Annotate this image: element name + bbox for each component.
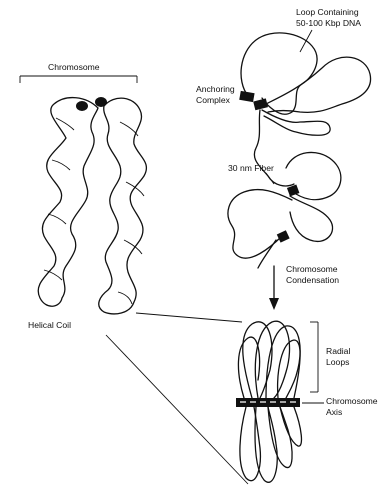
loop-label-line1: Loop Containing [296,7,359,17]
radial-label-line1: Radial [326,346,350,356]
left-chromatid [38,98,98,307]
anchor-block-2 [253,98,268,110]
anchor-block-1 [239,91,254,102]
condensed-chromosome [236,321,301,482]
axis-label-line2: Axis [326,407,342,417]
fiber-leader [266,173,274,184]
connector-bottom [106,335,248,484]
axis-label-line1: Chromosome [326,396,378,406]
radial-label-line2: Loops [326,357,349,367]
condensation-label-line2: Condensation [286,275,339,285]
centromere-left [76,101,88,111]
right-chromatid [99,98,147,314]
condensation-arrow [269,266,279,310]
helical-coil-label: Helical Coil [28,320,71,330]
anchoring-label-line1: Anchoring [196,84,235,94]
fiber-label: 30 nm Fiber [228,163,274,173]
connector-top [136,313,242,322]
helical-coil-chromosome [38,97,146,314]
chromosome-label: Chromosome [48,62,100,72]
radial-loops-bracket [310,322,318,392]
fiber-loops [228,33,371,268]
loop-leader [300,30,312,52]
chromosome-bracket [20,76,137,83]
anchor-block-4 [277,230,290,242]
anchoring-label-line2: Complex [196,95,231,105]
condensation-label-line1: Chromosome [286,264,338,274]
centromere-right [95,97,107,107]
loop-label-line2: 50-100 Kbp DNA [296,18,361,28]
